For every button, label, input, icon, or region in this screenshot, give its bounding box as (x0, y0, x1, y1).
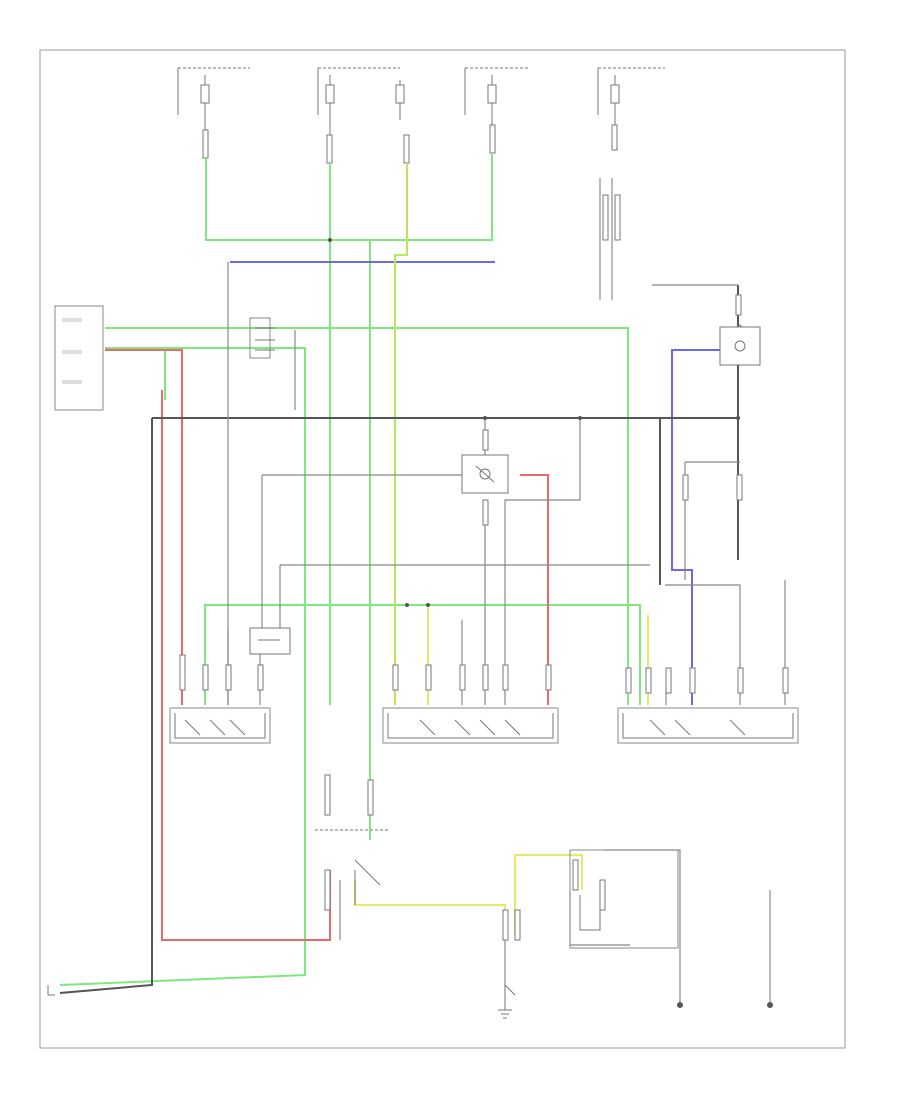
gray-wires (227, 262, 786, 1010)
lower-relay (315, 829, 390, 905)
switch-right (617, 707, 799, 744)
compressor-ground-symbol (498, 984, 516, 1019)
compressor-module (569, 849, 679, 949)
switch-connector-stubs (179, 294, 789, 694)
engine-control-module (54, 305, 104, 411)
lower-connector-stubs (324, 774, 606, 941)
switch-center (382, 707, 559, 744)
switch-left (169, 707, 271, 744)
fan-motor-left (677, 1002, 683, 1008)
fuse-connectors (202, 124, 621, 300)
fuse-box-2 (317, 67, 405, 135)
left-bottom-connector (47, 985, 55, 996)
small-relay-left (249, 627, 291, 655)
blue-wires (230, 261, 720, 705)
junction-dots (328, 238, 740, 607)
red-wires (105, 349, 549, 941)
fuse-box-4 (597, 67, 665, 130)
relay-center (461, 454, 509, 494)
fuse-box-3 (464, 67, 530, 130)
diagram-border (39, 49, 846, 1049)
yellow-wires (354, 163, 649, 935)
relay-right (719, 324, 761, 366)
junction-connector (249, 317, 275, 359)
fan-motor-right (767, 1002, 773, 1008)
fuse-box-1 (177, 67, 250, 130)
green-wires (59, 153, 641, 986)
